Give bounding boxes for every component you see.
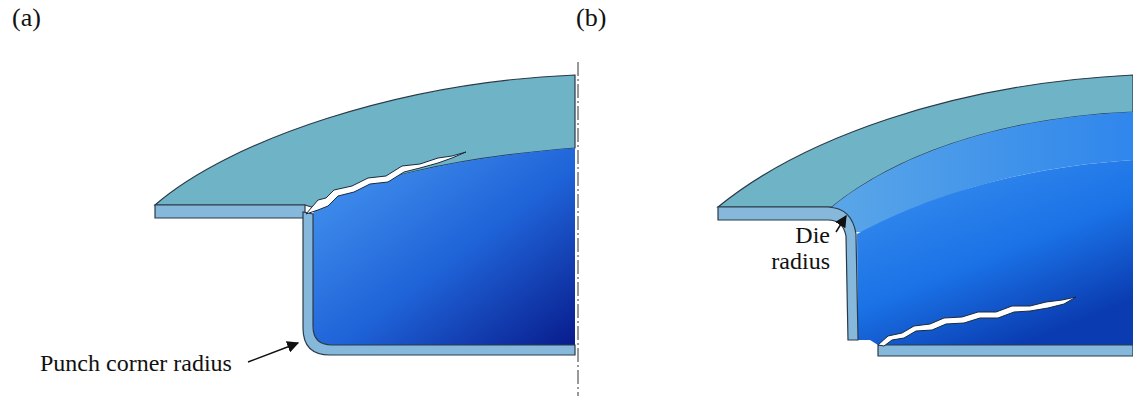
panel-a-part [155,62,578,396]
panel-letter: (b) [576,4,636,33]
part-name: Die radius [742,222,830,275]
panel-letter: (a) [12,4,72,33]
part-name: Punch corner radius [40,350,245,376]
panel-b-part [718,75,1133,356]
